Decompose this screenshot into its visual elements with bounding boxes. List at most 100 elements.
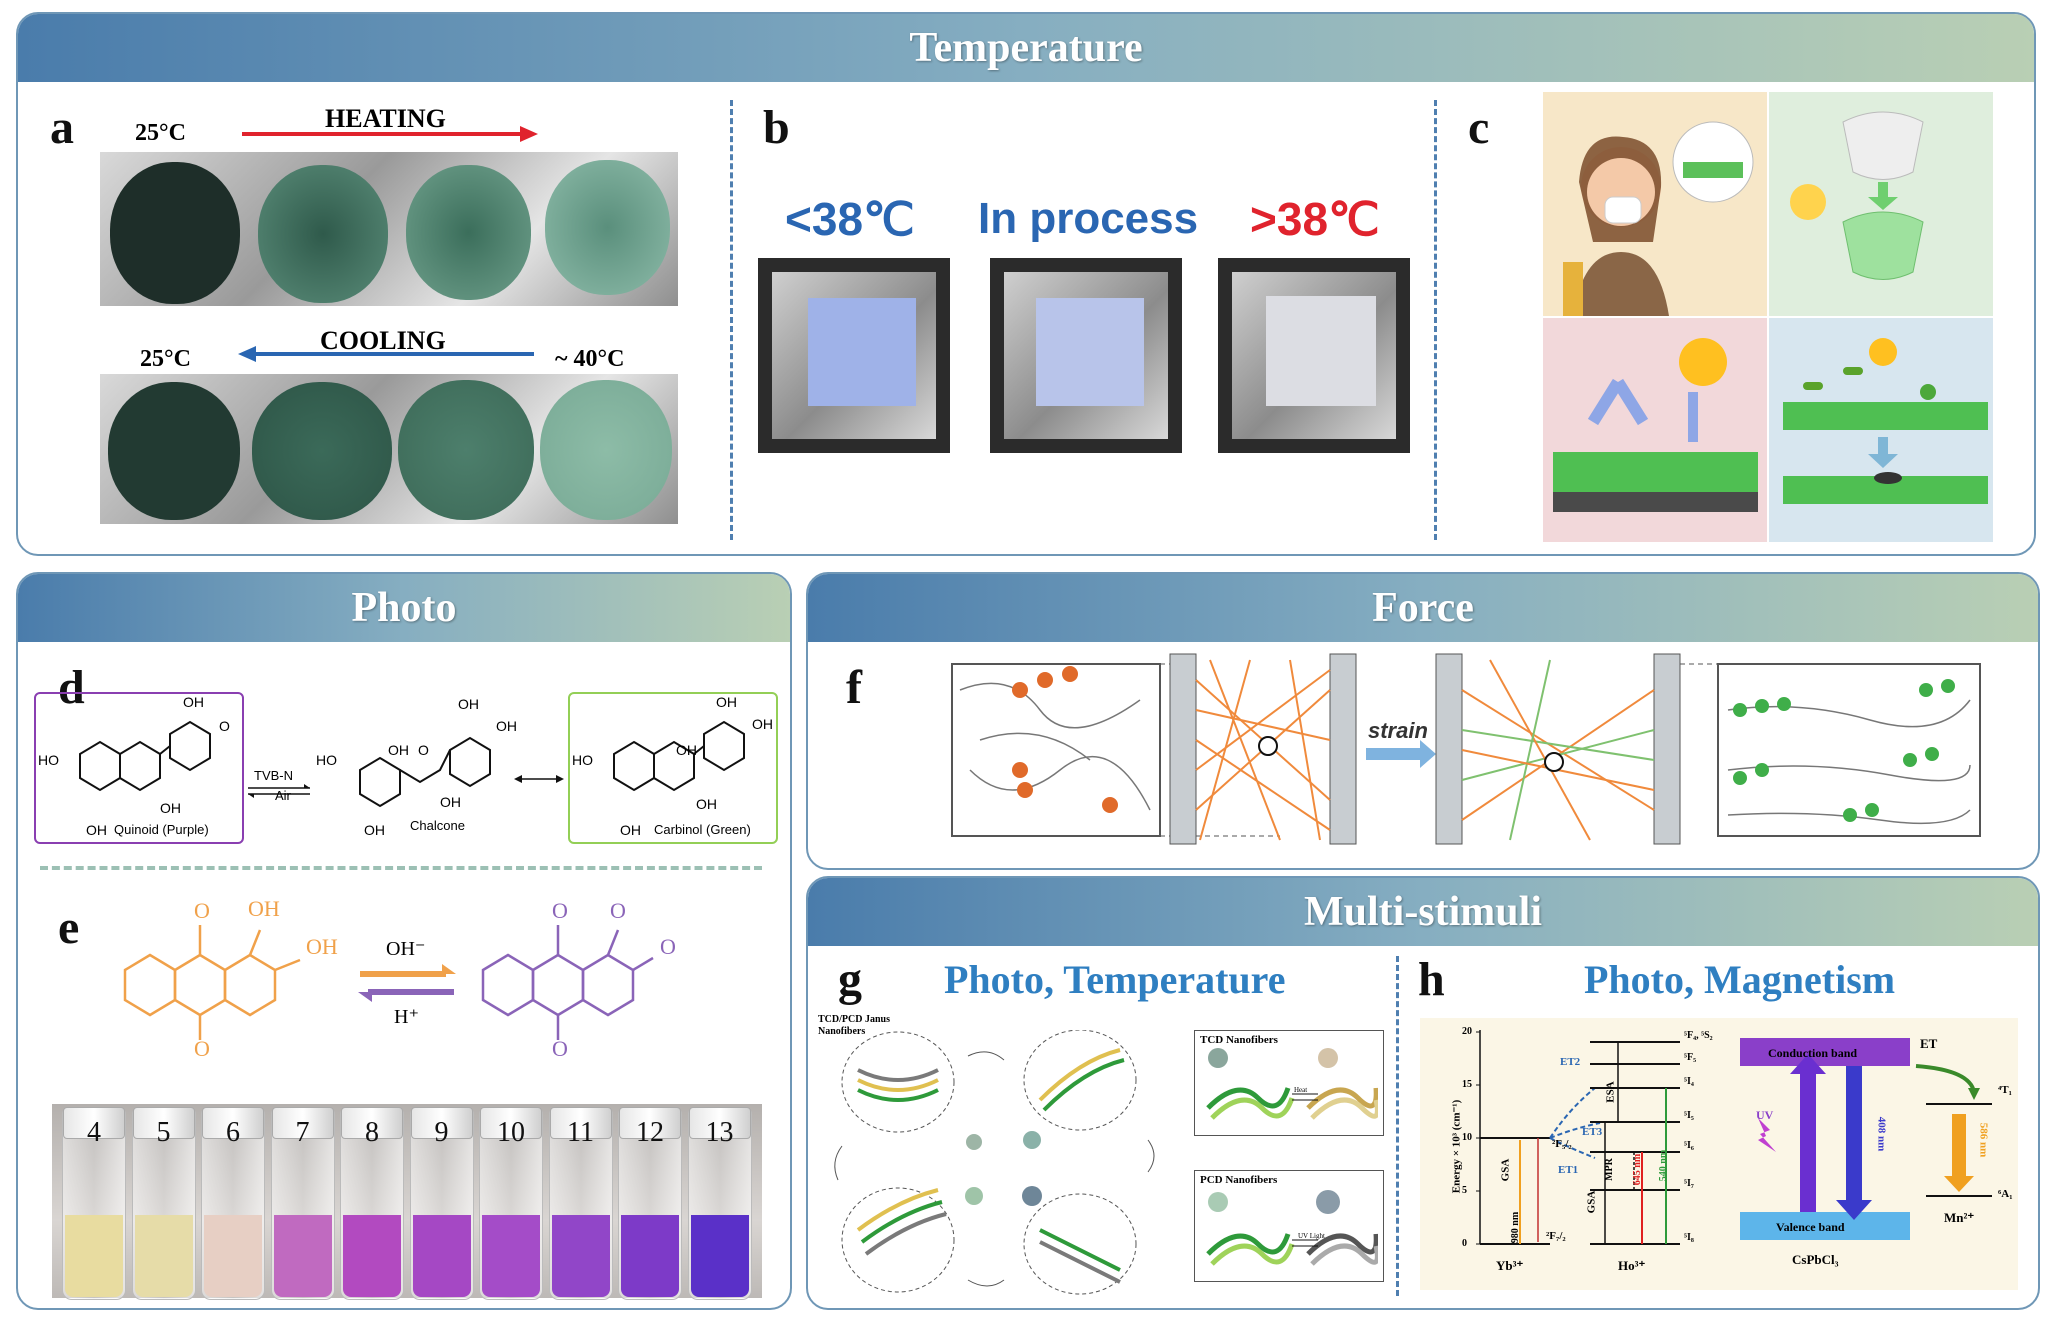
f52-label: ²F₅/₂	[1552, 1138, 1572, 1150]
energy-ytick: 0	[1462, 1238, 1467, 1249]
fabric-card-process	[990, 258, 1182, 453]
vial-8: 8	[340, 1107, 404, 1300]
vial-cap	[341, 1107, 403, 1139]
et3-label: ET3	[1582, 1126, 1603, 1138]
pcd-box	[1194, 1170, 1384, 1282]
vial-cap	[688, 1107, 751, 1139]
fabric-card-cold	[758, 258, 950, 453]
perovskite-band-diagram	[1740, 1038, 1992, 1240]
vial-solution	[343, 1215, 401, 1297]
gsa-yb-label: GSA	[1499, 1158, 1512, 1182]
quinoid-o: O	[219, 718, 230, 734]
carbinol-ho: HO	[572, 752, 593, 768]
carbinol-caption: Carbinol (Green)	[654, 822, 751, 837]
vial-cap	[63, 1107, 125, 1139]
divider-g-h	[1396, 956, 1399, 1296]
temperature-banner: Temperature	[18, 14, 2034, 82]
vial-solution	[412, 1215, 471, 1297]
cooling-label: COOLING	[320, 326, 446, 355]
alizarin-oh-1: OH	[248, 896, 280, 921]
fabric-card-hot	[1218, 258, 1410, 453]
heat-label: Heat	[1294, 1086, 1308, 1094]
temp-40: ~ 40°C	[555, 346, 625, 372]
panel-c-label: c	[1468, 101, 1490, 154]
heating-label: HEATING	[325, 104, 446, 133]
divider-b-c	[1434, 100, 1437, 540]
h-plus-label: H⁺	[394, 1006, 419, 1028]
vial-cap	[480, 1107, 542, 1139]
et1-label: ET1	[1558, 1164, 1579, 1176]
panel-d-label: d	[58, 661, 85, 714]
chalcone-ho: HO	[316, 752, 337, 768]
panel-g-title: Photo, Temperature	[944, 957, 1286, 1002]
carbinol-oh-right: OH	[696, 796, 717, 812]
panel-b-label: b	[763, 101, 790, 154]
vial-solution	[482, 1215, 540, 1297]
nm645-label: 645 nm	[1632, 1153, 1644, 1186]
ho-level-label: ⁵I₇	[1684, 1178, 1694, 1189]
quinoid-oh-right: OH	[160, 800, 181, 816]
vial-7: 7	[270, 1107, 335, 1300]
vial-number: 9	[434, 1117, 449, 1148]
vial-9: 9	[409, 1107, 474, 1300]
quinoid-structure	[79, 720, 211, 792]
divider-a-b	[730, 100, 733, 540]
vial-number: 13	[705, 1117, 734, 1148]
quinoid-caption: Quinoid (Purple)	[114, 822, 209, 837]
quinoid-ho: HO	[38, 752, 59, 768]
ho-level-label: ⁵F₄, ⁵S₂	[1684, 1030, 1713, 1041]
vial-cap	[271, 1107, 334, 1139]
vial-number: 7	[295, 1117, 310, 1148]
chalcone-oh-right: OH	[440, 794, 461, 810]
vial-number: 6	[226, 1117, 240, 1148]
vial-solution	[134, 1215, 193, 1297]
label-below-38: <38℃	[785, 193, 915, 245]
vial-number: 4	[87, 1117, 101, 1148]
energy-ytick: 15	[1462, 1079, 1472, 1090]
alizarin-structure	[123, 925, 301, 1040]
heating-sample-4	[545, 160, 670, 295]
anion-o-2: O	[660, 934, 676, 959]
cooling-sample-2	[252, 382, 392, 520]
temp-25-top: 25°C	[135, 120, 186, 146]
panel-a-label: a	[50, 101, 74, 154]
chalcone-caption: Chalcone	[410, 818, 465, 833]
ho-level-label: ⁵F₅	[1684, 1052, 1697, 1063]
equilibrium-arrow-e	[358, 964, 456, 1002]
multi-stimuli-title: Multi-stimuli	[1304, 889, 1542, 935]
vial-solution	[551, 1215, 610, 1297]
anion-o-top: O	[552, 898, 568, 923]
panel-e-label: e	[58, 901, 80, 954]
energy-ytick: 10	[1462, 1132, 1472, 1143]
vial-13: 13	[687, 1107, 752, 1300]
chalcone-oh-top2: OH	[496, 718, 517, 734]
vial-solution	[273, 1215, 332, 1297]
pcd-fibers	[1206, 1190, 1378, 1266]
vial-solution	[621, 1215, 679, 1297]
vial-12: 12	[618, 1107, 682, 1300]
conduction-band-label: Conduction band	[1768, 1046, 1858, 1060]
janus-cycle-diagram	[834, 1030, 1155, 1295]
photo-title: Photo	[351, 585, 457, 631]
carbinol-oh-top1: OH	[716, 694, 737, 710]
nm980-label: 980 nm	[1510, 1211, 1522, 1244]
tcd-box	[1194, 1030, 1384, 1136]
chalcone-o: O	[418, 742, 429, 758]
panel-f-label: f	[846, 661, 862, 714]
esa-label: ESA	[1604, 1081, 1617, 1103]
vial-cap	[202, 1107, 264, 1139]
label-above-38: >38℃	[1250, 193, 1380, 245]
cooling-sample-3	[398, 380, 534, 520]
force-banner: Force	[808, 574, 2038, 642]
mn-label: Mn²⁺	[1944, 1210, 1975, 1225]
energy-level-diagram	[1476, 1030, 1680, 1245]
force-title: Force	[1372, 585, 1474, 631]
uv-light-label: UV Light	[1298, 1232, 1325, 1240]
chalcone-oh-top1: OH	[458, 696, 479, 712]
heating-sample-3	[406, 165, 531, 300]
cspbcl3-label: CsPbCl₃	[1792, 1252, 1839, 1267]
nm408-label: 408 nm	[1875, 1116, 1888, 1152]
divider-d-e	[40, 866, 762, 870]
chalcone-oh-mid: OH	[388, 742, 409, 758]
quinoid-oh-top: OH	[183, 694, 204, 710]
